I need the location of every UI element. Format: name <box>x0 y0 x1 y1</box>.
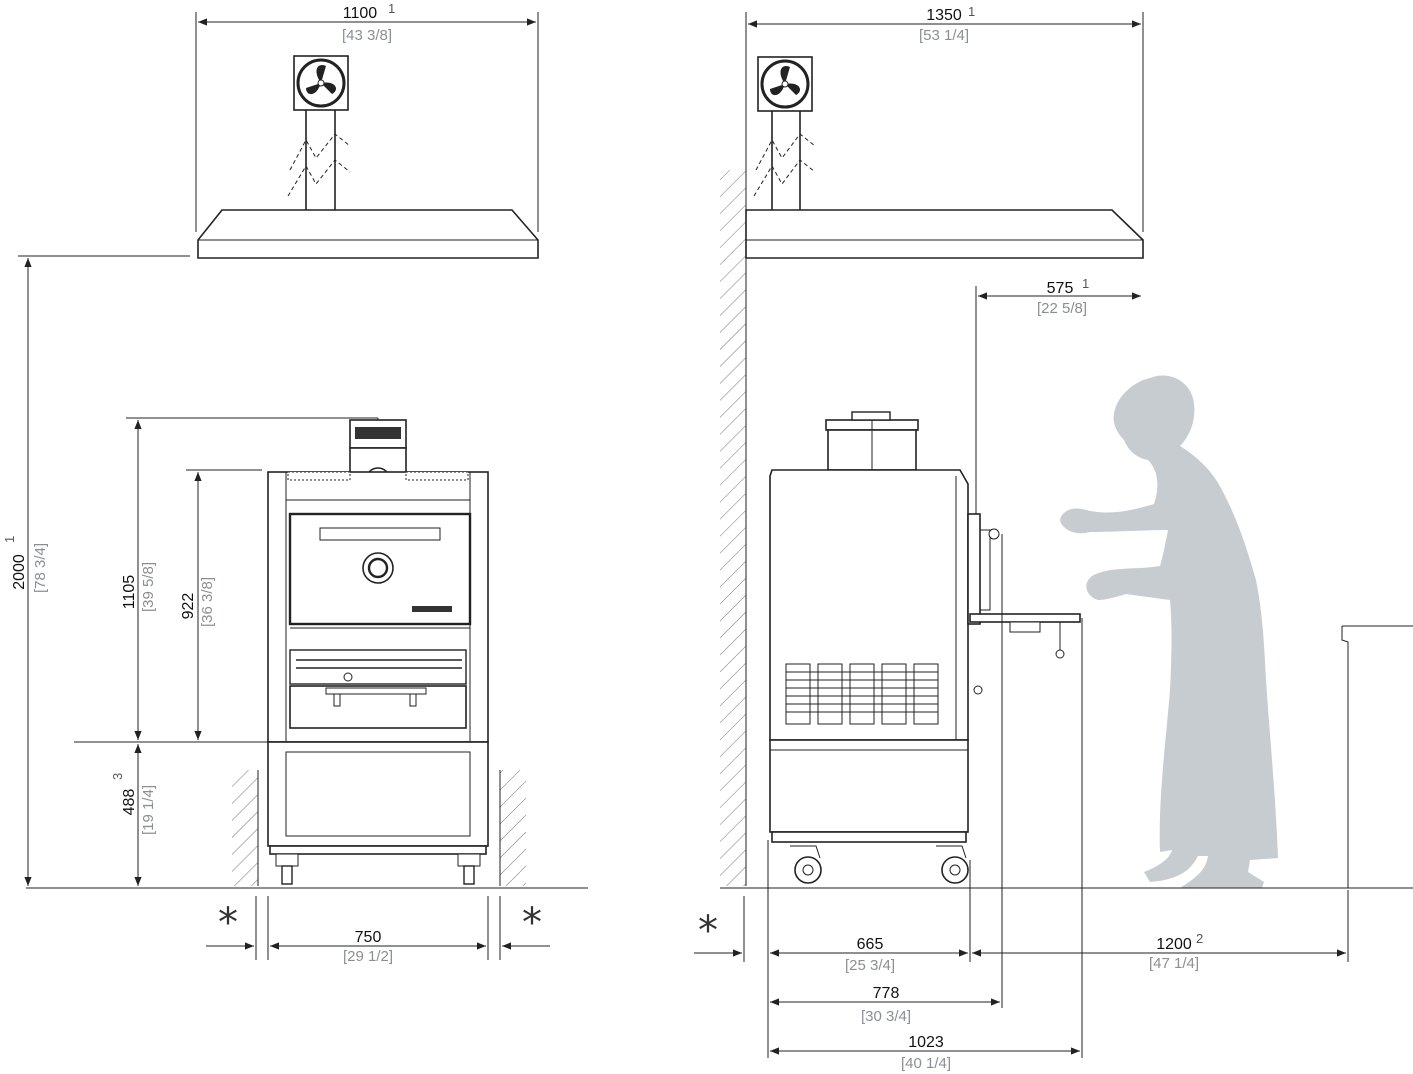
clearance-mark-right: * <box>522 900 542 946</box>
hood-depth-inch: [53 1/4] <box>919 27 969 44</box>
door-height-dimension: 922 [36 3/8] <box>74 469 268 743</box>
counter-profile <box>1341 625 1413 888</box>
oven-height-mm: 1105 <box>121 575 138 610</box>
depth-inch: [25 3/4] <box>845 957 895 974</box>
extraction-hood <box>197 209 539 259</box>
oven-side <box>769 411 1081 884</box>
depth-with-tray-inch: [40 1/4] <box>901 1055 951 1072</box>
work-space-inch: [47 1/4] <box>1149 955 1199 972</box>
total-height-note: 1 <box>2 536 17 543</box>
hood-overhang-dimension: 575 1 [22 5/8] <box>975 276 1141 520</box>
depth-dimensions: * 665 [25 3/4] 1200 2 [47 1/4] 778 [30 3… <box>694 534 1349 1072</box>
back-wall-hatch <box>720 12 747 886</box>
work-space-mm: 1200 <box>1156 936 1192 953</box>
width-mm: 750 <box>355 929 382 946</box>
hood-depth-note: 1 <box>968 4 975 19</box>
total-height-mm: 2000 <box>11 554 28 590</box>
side-wall-hatch-right <box>499 770 526 886</box>
stand-height-mm: 488 <box>121 789 138 816</box>
stand-height-inch: [19 1/4] <box>140 785 157 835</box>
side-view: 1350 1 [53 1/4] 575 1 [22 5/8] <box>694 4 1413 1072</box>
side-vents <box>785 663 939 725</box>
stand-height-note: 3 <box>110 773 125 780</box>
hood-overhang-mm: 575 <box>1047 280 1074 297</box>
operator-silhouette <box>1060 375 1278 888</box>
clearance-mark-left: * <box>218 900 238 946</box>
door-height-mm: 922 <box>180 593 197 620</box>
door-height-inch: [36 3/8] <box>199 577 216 627</box>
work-space-note: 2 <box>1196 931 1203 946</box>
side-wall-hatch-left <box>232 770 259 886</box>
oven-height-inch: [39 5/8] <box>140 562 157 612</box>
width-dimension: 750 [29 1/2] * * <box>206 896 550 965</box>
width-inch: [29 1/2] <box>343 948 393 965</box>
depth-with-tray-mm: 1023 <box>908 1034 944 1051</box>
hood-overhang-inch: [22 5/8] <box>1037 300 1087 317</box>
hood-overhang-note: 1 <box>1082 276 1089 291</box>
hood-width-dimension: 1100 1 [43 3/8] <box>195 1 539 232</box>
oven-front <box>267 418 489 885</box>
total-height-dimension: 2000 1 [78 3/4] <box>2 255 190 886</box>
depth-mm: 665 <box>857 936 884 953</box>
clearance-mark-back: * <box>698 908 718 954</box>
depth-with-handle-inch: [30 3/4] <box>861 1008 911 1025</box>
hood-width-note: 1 <box>388 1 395 16</box>
fan-icon <box>757 56 813 112</box>
hood-depth-mm: 1350 <box>926 7 962 24</box>
total-height-inch: [78 3/4] <box>32 543 49 593</box>
extraction-hood <box>745 209 1144 259</box>
fan-icon <box>293 55 349 111</box>
exhaust-duct <box>287 110 351 210</box>
hood-width-inch: [43 3/8] <box>342 27 392 44</box>
front-view: 1100 1 [43 3/8] 2000 1 [78 3/4] <box>2 1 588 965</box>
oven-height-dimension: 1105 [39 5/8] <box>121 417 378 740</box>
hood-depth-dimension: 1350 1 [53 1/4] <box>748 4 1144 232</box>
exhaust-duct <box>753 111 816 210</box>
depth-with-handle-mm: 778 <box>873 985 900 1002</box>
hood-width-mm: 1100 <box>343 5 378 22</box>
stand-height-dimension: 488 3 [19 1/4] <box>110 744 157 886</box>
